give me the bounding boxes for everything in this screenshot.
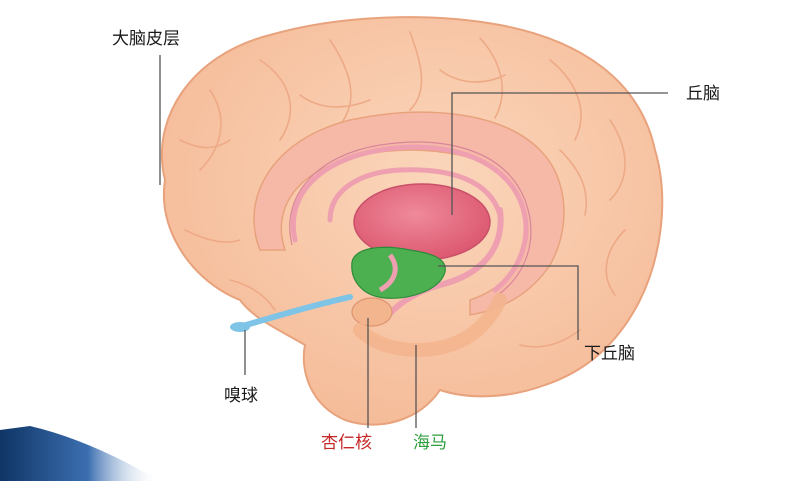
hypothalamus-leader <box>438 265 579 340</box>
leader-lines <box>159 55 668 428</box>
thalamus-leader <box>451 92 668 215</box>
limbic-arcs <box>290 144 529 293</box>
fornix <box>382 207 504 323</box>
corner-accent-bar <box>0 426 160 481</box>
amygdala-shape <box>351 297 393 327</box>
hypothalamus-label: 下丘脑 <box>584 344 635 364</box>
cortex-label: 大脑皮层 <box>112 29 180 49</box>
hypothalamus-shape <box>351 246 446 299</box>
hippocampus-label: 海马 <box>413 433 447 453</box>
olfactory-bulb-label: 嗅球 <box>224 386 258 406</box>
thalamus-label: 丘脑 <box>686 84 720 104</box>
gyri-texture <box>179 31 626 348</box>
amygdala-label: 杏仁核 <box>321 433 372 453</box>
hippocampus-shape <box>353 293 507 357</box>
olfactory-bulb-shape <box>230 322 250 332</box>
